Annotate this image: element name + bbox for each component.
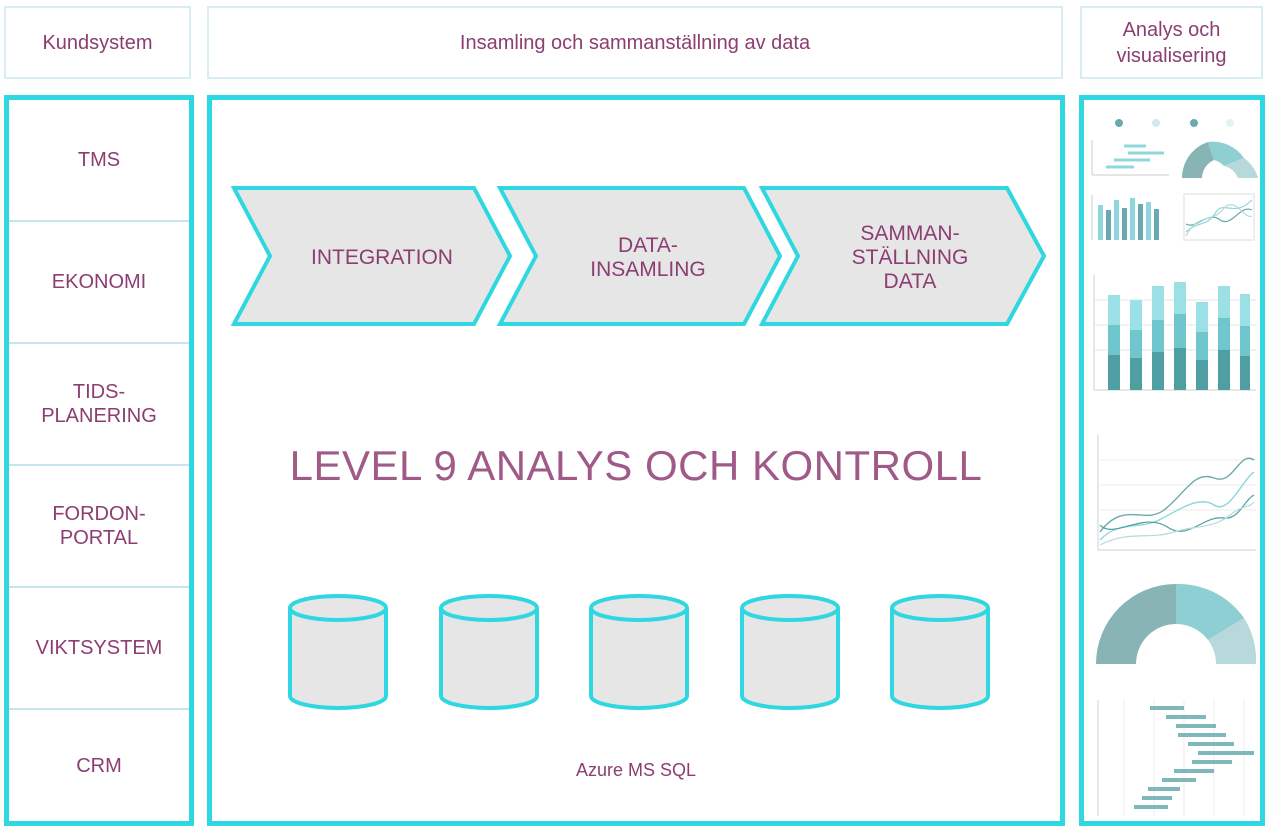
large-donut-icon (1096, 583, 1257, 664)
step-sammanstallning: SAMMAN- STÄLLNING DATA (800, 196, 1020, 320)
arrow-sammanstallning (758, 186, 1047, 326)
header-insamling-label: Insamling och sammanställning av data (459, 31, 811, 54)
mini-donut-icon (1182, 141, 1258, 178)
line-chart-icon (1097, 435, 1256, 551)
database-icon (589, 594, 689, 710)
system-tms: TMS (9, 100, 189, 220)
system-label: TMS (77, 149, 121, 171)
divider (9, 708, 189, 710)
header-analys: Analys och visualisering (1080, 6, 1263, 79)
process-arrows (230, 186, 1047, 326)
dots-icon (1115, 119, 1234, 127)
header-kundsystem: Kundsystem (4, 6, 191, 79)
arrow-datainsamling (496, 186, 783, 326)
database-cylinders (288, 594, 990, 710)
header-analys-label-2: visualisering (1116, 44, 1227, 67)
system-label: VIKTSYSTEM (35, 637, 163, 659)
system-label: EKONOMI (51, 271, 147, 293)
system-label: CRM (76, 754, 122, 777)
divider (9, 586, 189, 588)
system-crm: CRM (9, 710, 189, 821)
mini-bar-icon (1091, 195, 1159, 240)
header-insamling: Insamling och sammanställning av data (207, 6, 1063, 79)
header-kundsystem-label: Kundsystem (42, 31, 153, 54)
arrow-integration (230, 186, 513, 326)
system-label: FORDON- (52, 503, 146, 525)
mini-gantt-icon (1091, 140, 1169, 176)
step-label: DATA- (618, 234, 678, 257)
step-label: INTEGRATION (311, 246, 453, 269)
system-label: PLANERING (41, 405, 157, 427)
system-ekonomi: EKONOMI (9, 222, 189, 342)
database-icon (890, 594, 990, 710)
system-fordonportal: FORDON- PORTAL (9, 466, 189, 586)
header-analys-label-1: Analys och (1122, 18, 1221, 41)
step-label: INSAMLING (590, 258, 706, 281)
gantt-chart-icon (1097, 700, 1254, 816)
step-label: STÄLLNING (851, 246, 969, 269)
visualization-thumbnails (1091, 119, 1258, 816)
mini-line-icon (1183, 193, 1255, 241)
step-label: DATA (883, 270, 937, 293)
process-panel: INTEGRATION DATA- INSAMLING SAMMAN- STÄL… (207, 95, 1065, 826)
step-integration: INTEGRATION (272, 196, 492, 320)
divider (9, 342, 189, 344)
customer-systems-panel: TMS EKONOMI TIDS- PLANERING FORDON- PORT… (4, 95, 194, 826)
main-title: LEVEL 9 ANALYS OCH KONTROLL (289, 442, 983, 489)
database-icon (288, 594, 388, 710)
database-icon (439, 594, 539, 710)
system-label: TIDS- (72, 381, 126, 403)
divider (9, 464, 189, 466)
step-label: SAMMAN- (860, 222, 960, 245)
step-datainsamling: DATA- INSAMLING (538, 196, 758, 320)
divider (9, 220, 189, 222)
system-tidsplanering: TIDS- PLANERING (9, 344, 189, 464)
visualization-panel (1079, 95, 1265, 826)
database-label: Azure MS SQL (575, 760, 697, 780)
stacked-bar-chart-icon (1093, 275, 1256, 391)
system-viktsystem: VIKTSYSTEM (9, 588, 189, 708)
database-icon (740, 594, 840, 710)
system-label: PORTAL (59, 527, 139, 549)
